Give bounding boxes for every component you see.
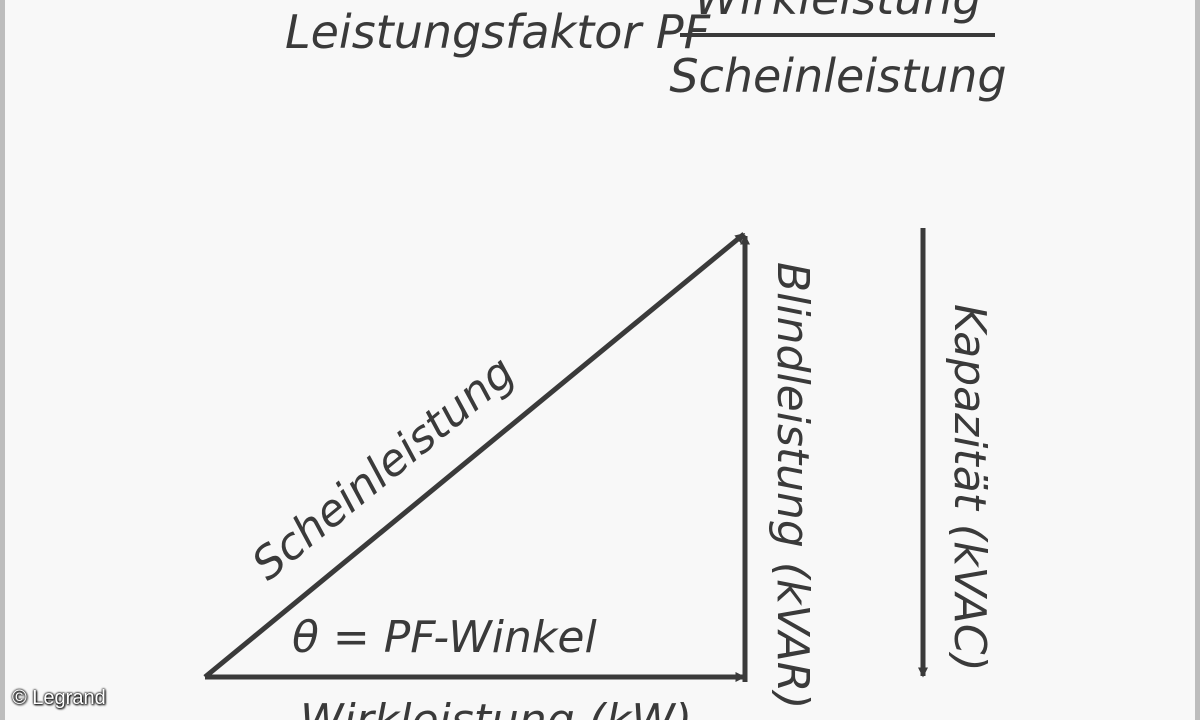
capacity-label: Kapazität (kVAC) [944, 304, 995, 672]
vertical-label: Blindleistung (kVAR) [767, 262, 818, 709]
copyright-credit: © Legrand [12, 687, 106, 709]
formula-numerator-text: Wirkleistung [694, 0, 981, 25]
angle-label: θ = PF-Winkel [292, 612, 597, 663]
base-label: Wirkleistung (kW) [300, 695, 692, 720]
formula-denominator-text: Scheinleistung [669, 49, 1006, 103]
hypotenuse-label: Scheinleistung [243, 346, 525, 590]
hypotenuse-arrow [203, 232, 746, 679]
formula-left-text: Leistungsfaktor PF [285, 5, 711, 59]
